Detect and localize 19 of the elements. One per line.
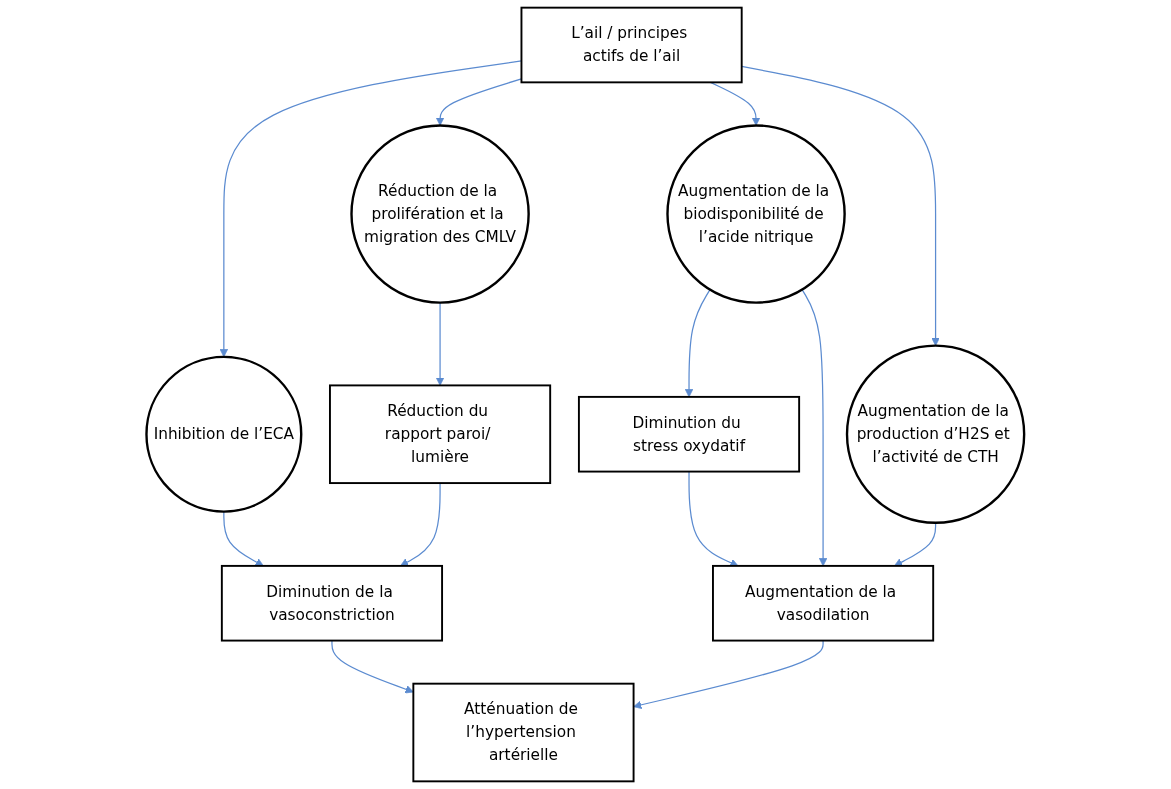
- node-box: L’ail / principes actifs de l’ail: [520, 6, 743, 84]
- node-box: Diminution de la vasoconstriction: [221, 564, 444, 642]
- node-circle: Augmentation de la biodisponibilité de l’acide nitrique: [666, 124, 846, 304]
- node-box: Atténuation de l’hypertension artérielle: [412, 682, 635, 783]
- arrow: [801, 289, 828, 567]
- node-box: Augmentation de la vasodilation: [712, 564, 935, 642]
- node-box: Réduction du rapport paroi/ lumière: [329, 384, 552, 485]
- node-circle: Inhibition de l’ECA: [145, 355, 303, 513]
- arrow: [688, 470, 739, 567]
- node-box: Diminution du stress oxydatif: [578, 395, 801, 473]
- arrow: [894, 522, 937, 567]
- node-circle: Augmentation de la production d’H2S et l’activité de CTH: [846, 344, 1026, 524]
- arrow: [223, 511, 264, 567]
- arrow: [685, 289, 711, 398]
- arrow: [331, 639, 414, 694]
- arrow: [400, 482, 441, 567]
- node-circle: Réduction de la prolifération et la migration des CMLV: [350, 124, 531, 304]
- arrow: [633, 639, 824, 709]
- arrow: [710, 81, 761, 126]
